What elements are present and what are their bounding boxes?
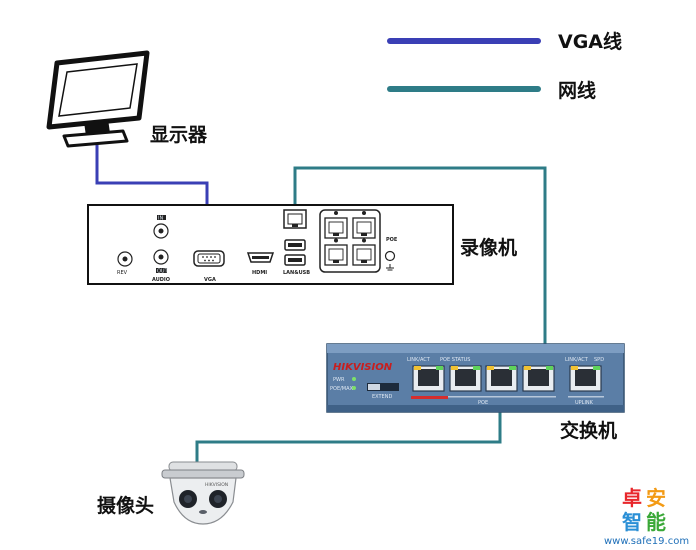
power-jack — [117, 251, 133, 267]
watermark-url: www.safe19.com — [604, 536, 689, 547]
poe-port-1 — [412, 365, 445, 392]
usb-port-top — [284, 239, 306, 251]
uplink-port — [569, 365, 602, 392]
vga-label: VGA — [204, 277, 216, 283]
audio-out-jack — [153, 249, 169, 265]
audio-in-label: IN — [158, 216, 163, 222]
monitor-label: 显示器 — [150, 124, 208, 146]
audio-in-jack — [153, 223, 169, 239]
audio-out-label: OUT — [157, 269, 169, 275]
spd-label: SPD — [594, 357, 604, 363]
hdmi-label: HDMI — [252, 270, 267, 276]
lan-port — [283, 209, 307, 229]
poe-status-label: POE STATUS — [440, 357, 470, 363]
hdmi-port — [246, 252, 275, 263]
poe-max-led — [352, 386, 356, 390]
ground-icon — [386, 264, 394, 271]
poe-label: POE — [386, 237, 398, 243]
poe-group-bar-left — [411, 396, 448, 399]
switch-label: 交换机 — [560, 419, 617, 442]
poe-group-label: POE — [478, 400, 488, 406]
watermark-char-4: 能 — [646, 510, 666, 534]
rev-label: REV — [117, 270, 128, 276]
legend-vga-label: VGA线 — [558, 30, 622, 53]
link-act-label-right: LINK/ACT — [565, 357, 589, 363]
poe-switch: HIKVISION PWR POE/MAX EXTEND LINK/ACT PO… — [326, 343, 625, 413]
nvr-label: 录像机 — [460, 236, 517, 259]
lan-usb-label: LAN&USB — [283, 270, 310, 276]
vga-port — [193, 250, 225, 267]
poe-group-bar — [448, 396, 556, 398]
camera-brand: HIKVISION — [205, 482, 228, 488]
legend-net-label: 网线 — [558, 79, 596, 102]
nvr-rear-panel: REV IN OUT AUDIO VGA HDMI — [87, 204, 454, 285]
poe-port-2 — [449, 365, 482, 392]
network-cable-nvr-switch — [293, 166, 547, 372]
poe-port-3 — [485, 365, 518, 392]
pwr-led — [352, 377, 356, 381]
watermark-char-1: 卓 — [622, 486, 642, 510]
usb-port-bottom — [284, 254, 306, 266]
dome-camera-icon — [161, 461, 245, 525]
audio-out-tag — [156, 268, 167, 273]
poe-indicator-led — [384, 250, 396, 262]
watermark-char-3: 智 — [622, 510, 642, 534]
pwr-label: PWR — [333, 377, 345, 383]
switch-brand: HIKVISION — [333, 362, 393, 373]
audio-in-tag — [157, 215, 166, 220]
uplink-bar — [568, 396, 604, 398]
audio-label: AUDIO — [152, 277, 170, 283]
extend-label: EXTEND — [372, 394, 392, 400]
watermark: 卓 安 智 能 www.safe19.com — [604, 486, 689, 547]
monitor-icon — [46, 50, 150, 148]
extend-switch — [367, 383, 399, 391]
link-act-label-left: LINK/ACT — [407, 357, 431, 363]
uplink-label: UPLINK — [575, 400, 594, 406]
legend: VGA线 网线 — [387, 30, 622, 102]
camera-label: 摄像头 — [97, 494, 154, 517]
poe-port-block — [319, 209, 381, 273]
watermark-char-2: 安 — [646, 486, 666, 510]
poe-port-4 — [522, 365, 555, 392]
poe-max-label: POE/MAX — [330, 386, 354, 392]
